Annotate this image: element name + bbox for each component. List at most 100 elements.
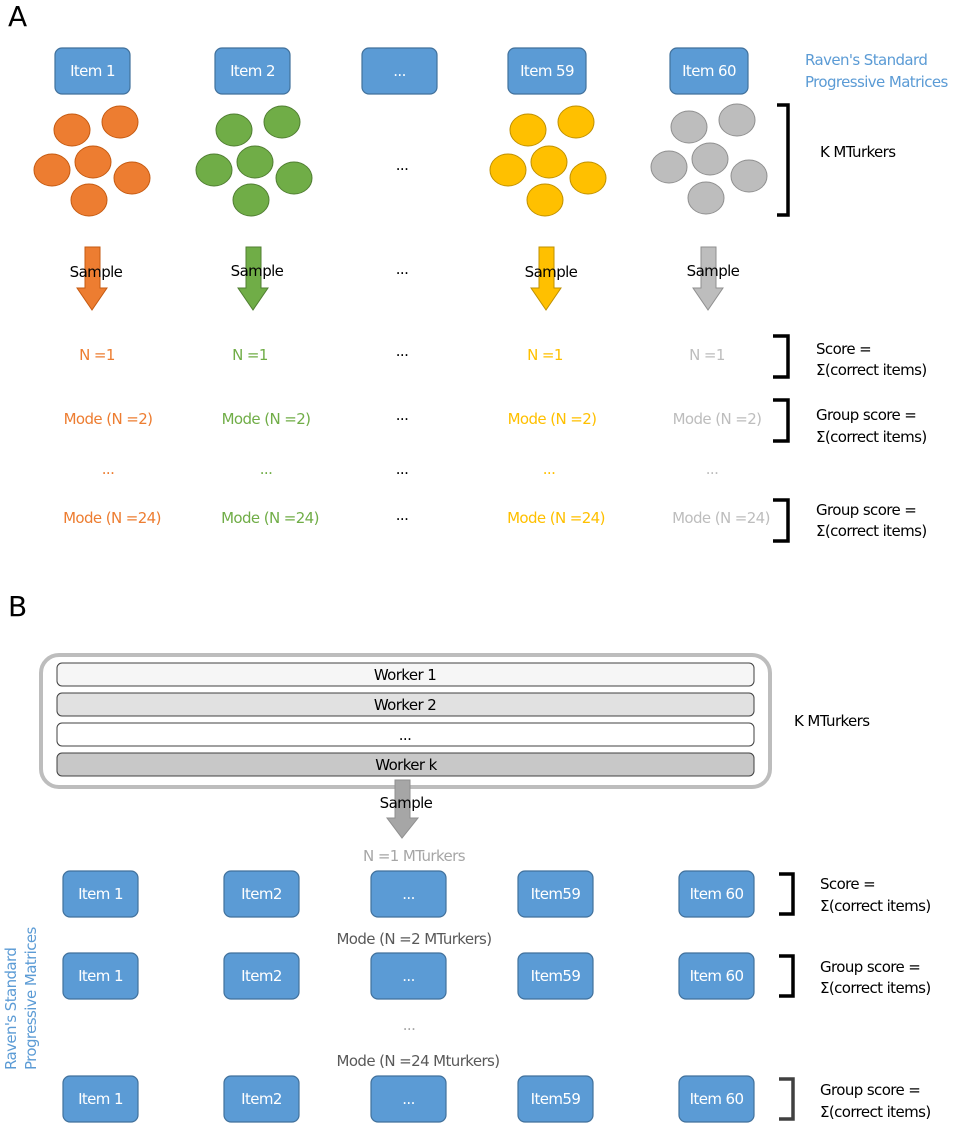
panel-a-raven-line2: Progressive Matrices	[805, 73, 948, 91]
panel-b-kmturkers-label: K MTurkers	[794, 712, 870, 730]
panel-a-item-label-1: Item 1	[70, 62, 115, 80]
panel-a-sample-label-2: Sample	[231, 262, 284, 280]
panel-a-item-box-59: Item 59	[507, 47, 587, 95]
panel-a-item-label-ellipsis: ...	[393, 62, 406, 80]
crowd-59-circle	[530, 145, 568, 179]
panel-b-worker-k: Worker k	[56, 752, 755, 777]
crowd-2-circle	[215, 113, 253, 147]
panel-a-crowd-2	[195, 105, 313, 217]
crowd-60-circle	[670, 110, 708, 144]
crowd-1-circle	[70, 183, 108, 217]
crowd-59-circle	[569, 161, 607, 195]
crowd-59-circle	[557, 105, 595, 139]
panel-a-item-box-ellipsis: ...	[361, 47, 438, 95]
panel-a-crowd-ellipsis: ...	[396, 156, 409, 174]
panel-a-crowd-1	[33, 105, 151, 217]
panel-b-group-bracket-2	[779, 1077, 795, 1121]
panel-a-label: A	[8, 0, 27, 33]
panel-a-item-row: Item 1 Item 2 ... Item 59 Item 60	[54, 47, 749, 95]
panel-a-crowd-60	[650, 103, 768, 215]
panel-b-row1-item-1: Item 1	[78, 885, 123, 903]
panel-a-score-line1: Score =	[816, 340, 871, 358]
panel-b-worker-2: Worker 2	[56, 692, 755, 717]
crowd-2-circle	[275, 161, 313, 195]
panel-b-row3-item-60: Item 60	[690, 1090, 744, 1108]
crowd-1-circle	[53, 113, 91, 147]
crowd-60-circle	[687, 181, 725, 215]
panel-a-sample-arrow-2	[237, 246, 269, 311]
panel-a-item-box-2: Item 2	[214, 47, 291, 95]
panel-b-raven-line2: Progressive Matrices	[22, 927, 40, 1070]
panel-a-ellipsis-row-2: ...	[260, 460, 273, 478]
panel-a-crowd-59	[489, 105, 607, 217]
panel-a-score-bracket	[773, 334, 790, 379]
panel-a-group-bracket-1	[773, 398, 790, 443]
panel-b-worker-ellipsis: ...	[56, 722, 755, 747]
panel-a-score-line2: Σ(correct items)	[816, 361, 927, 379]
panel-a-raven-line1: Raven's Standard	[805, 51, 927, 69]
crowd-60-circle	[650, 150, 688, 184]
panel-a-mode24-label-2: Mode (N =24)	[221, 509, 319, 527]
panel-a-mode24-label-60: Mode (N =24)	[672, 509, 770, 527]
panel-a-n1-label-ellipsis: ...	[396, 342, 409, 360]
panel-b-score-line1: Score =	[820, 875, 875, 893]
panel-b-row2-item-59: Item59	[531, 967, 581, 985]
panel-b-row1-item-60: Item 60	[690, 885, 744, 903]
panel-b-row2-item-1: Item 1	[78, 967, 123, 985]
panel-a-ellipsis-row-1: ...	[102, 460, 115, 478]
panel-b-row2-item-60: Item 60	[690, 967, 744, 985]
panel-b-score-line2: Σ(correct items)	[820, 897, 931, 915]
crowd-1-circle	[101, 105, 139, 139]
panel-a-mode2-label-ellipsis: ...	[396, 406, 409, 424]
crowd-1-circle	[74, 145, 112, 179]
panel-b-row3-item-59: Item59	[531, 1090, 581, 1108]
crowd-60-circle	[718, 103, 756, 137]
crowd-2-circle	[236, 145, 274, 179]
panel-a-n1-label-2: N =1	[232, 346, 268, 364]
panel-a-item-box-1: Item 1	[54, 47, 131, 95]
panel-a-mode2-label-1: Mode (N =2)	[64, 410, 153, 428]
panel-a-group2-line2: Σ(correct items)	[816, 522, 927, 540]
panel-a-ellipsis-row-59: ...	[543, 460, 556, 478]
panel-a-group-bracket-2	[773, 498, 790, 543]
panel-a-ellipsis-row-60: ...	[706, 460, 719, 478]
panel-b-row-label-n1: N =1 MTurkers	[363, 847, 466, 865]
panel-b-row-label-ellipsis: ...	[403, 1016, 416, 1034]
panel-a-mode24-label-1: Mode (N =24)	[63, 509, 161, 527]
panel-a-item-label-2: Item 2	[230, 62, 275, 80]
panel-b-item-row-3: Item 1 Item2 ... Item59 Item 60	[62, 1075, 755, 1123]
panel-b-raven-line1: Raven's Standard	[2, 948, 20, 1070]
panel-b-worker-2-label: Worker 2	[374, 696, 436, 714]
panel-b-worker-k-label: Worker k	[375, 756, 437, 774]
panel-a-ellipsis-row-ellipsis: ...	[396, 460, 409, 478]
panel-a-mode2-label-59: Mode (N =2)	[508, 410, 597, 428]
panel-a-sample-label-59: Sample	[525, 263, 578, 281]
panel-a-group2-line1: Group score =	[816, 501, 916, 519]
crowd-59-circle	[526, 183, 564, 217]
panel-a-sample-arrow-1	[76, 246, 108, 311]
crowd-59-circle	[489, 153, 527, 187]
panel-a-n1-label-1: N =1	[79, 346, 115, 364]
crowd-1-circle	[113, 161, 151, 195]
panel-a-mode2-label-60: Mode (N =2)	[673, 410, 762, 428]
panel-b-row2-item-ellipsis: ...	[402, 967, 415, 985]
panel-b-worker-1: Worker 1	[56, 662, 755, 687]
panel-b-row3-item-1: Item 1	[78, 1090, 123, 1108]
crowd-2-circle	[195, 153, 233, 187]
panel-b-row3-item-2: Item2	[241, 1090, 282, 1108]
panel-a-item-label-60: Item 60	[682, 62, 736, 80]
panel-b-label: B	[8, 590, 27, 623]
panel-a-item-box-60: Item 60	[669, 47, 749, 95]
panel-b-row2-item-2: Item2	[241, 967, 282, 985]
panel-a-n1-label-60: N =1	[689, 346, 725, 364]
panel-b-group1-line2: Σ(correct items)	[820, 979, 931, 997]
panel-b-score-bracket	[779, 872, 795, 916]
crowd-2-circle	[232, 183, 270, 217]
panel-b-group2-line2: Σ(correct items)	[820, 1103, 931, 1121]
panel-a-mode24-label-ellipsis: ...	[396, 506, 409, 524]
panel-b-row1-item-59: Item59	[531, 885, 581, 903]
panel-b-row-label-mode2: Mode (N =2 MTurkers)	[336, 930, 491, 948]
crowd-60-circle	[691, 142, 729, 176]
panel-a-sample-arrow-59	[530, 246, 562, 311]
